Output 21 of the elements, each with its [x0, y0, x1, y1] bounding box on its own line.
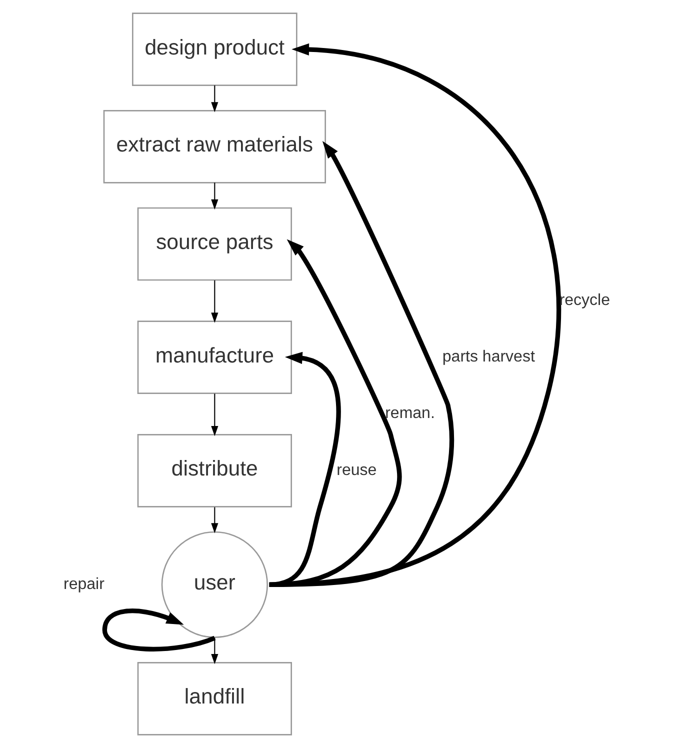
arrow — [210, 85, 218, 112]
node-box: distribute — [136, 434, 292, 508]
arrow — [268, 352, 340, 587]
edge-label: reman. — [384, 405, 434, 422]
arrow — [210, 182, 218, 210]
arrow — [268, 43, 560, 587]
edge-label: parts harvest — [442, 348, 534, 366]
arrow — [210, 507, 218, 534]
arrow — [210, 394, 218, 436]
node-box: landfill — [136, 662, 292, 736]
node-box: source parts — [136, 207, 292, 281]
edge-label: reuse — [336, 462, 376, 479]
node-circle: user — [160, 531, 268, 638]
arrow — [210, 638, 218, 664]
arrow — [268, 141, 454, 587]
node-box: extract raw materials — [102, 110, 326, 184]
arrow — [210, 280, 218, 323]
node-box: manufacture — [136, 320, 292, 394]
arrow — [268, 239, 402, 587]
node-box: design product — [132, 12, 297, 86]
edge-label: repair — [63, 576, 104, 593]
